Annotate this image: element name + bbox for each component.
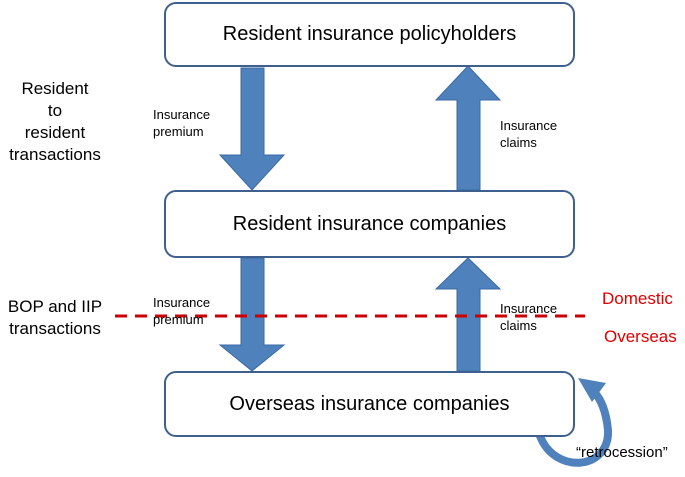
claims-label-bottom: Insurance claims: [500, 300, 557, 334]
claims-label-bottom-line2: claims: [500, 318, 537, 333]
resident-transactions-line2: to: [47, 101, 63, 120]
overseas-companies-box: Overseas insurance companies: [164, 371, 575, 437]
resident-policyholders-label: Resident insurance policyholders: [222, 23, 517, 45]
resident-transactions-line3: resident: [24, 123, 86, 142]
premium-label-top-line1: Insurance: [153, 107, 211, 122]
overseas-companies-label: Overseas insurance companies: [229, 392, 510, 415]
bop-iip-label: BOP and IIP transactions: [0, 296, 110, 340]
premium-label-bottom: Insurance premium: [153, 294, 210, 328]
bop-iip-line2: transactions: [9, 319, 101, 338]
resident-companies-label: Resident insurance companies: [232, 212, 507, 235]
bop-iip-line1: BOP and IIP: [7, 297, 103, 316]
premium-label-bottom-line2: premium: [153, 312, 204, 327]
resident-companies-box: Resident insurance companies: [164, 190, 575, 258]
overseas-label: Overseas: [604, 327, 677, 346]
resident-transactions-label: Resident to resident transactions: [0, 78, 110, 166]
premium-label-top: Insurance premium: [153, 106, 210, 140]
claims-label-top-line1: Insurance: [500, 118, 558, 133]
premium-arrow-top: [218, 67, 286, 191]
premium-label-top-line2: premium: [153, 124, 204, 139]
resident-policyholders-box: Resident insurance policyholders: [164, 2, 575, 67]
claims-arrow-bottom: [434, 257, 502, 372]
claims-label-top-line2: claims: [500, 135, 537, 150]
premium-arrow-bottom: [218, 257, 286, 372]
retrocession-arrow: [536, 388, 613, 467]
resident-transactions-line4: transactions: [9, 145, 101, 164]
domestic-label: Domestic: [602, 289, 673, 308]
claims-label-bottom-line1: Insurance: [500, 301, 558, 316]
resident-transactions-line1: Resident: [21, 79, 89, 98]
claims-arrow-top: [434, 65, 502, 191]
premium-label-bottom-line1: Insurance: [153, 295, 211, 310]
retrocession-arrowhead: [578, 378, 606, 402]
retrocession-label: “retrocession”: [576, 444, 668, 461]
claims-label-top: Insurance claims: [500, 117, 557, 151]
